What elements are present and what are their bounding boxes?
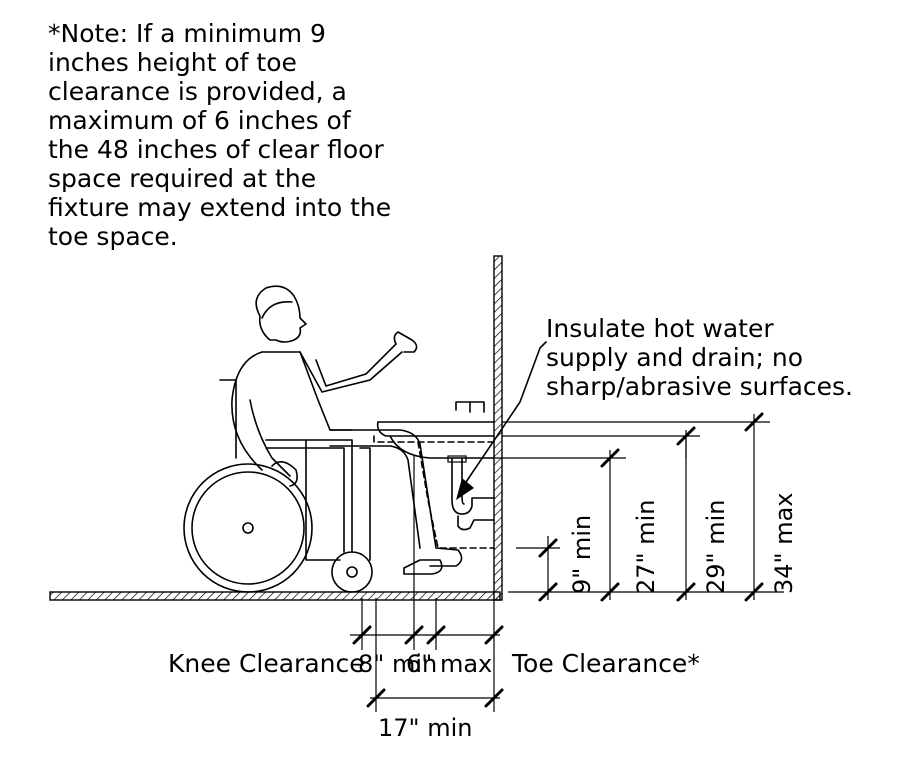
- floor-hatch: [49, 591, 501, 601]
- wheelchair-user-figure: [183, 285, 463, 593]
- dim-rim-height: 34" max: [770, 493, 798, 595]
- callout-leader: [456, 341, 547, 500]
- callout-block: Insulate hot water supply and drain; no …: [546, 314, 853, 401]
- callout-line-1: Insulate hot water: [546, 314, 774, 343]
- dim-apron-height: 29" min: [702, 500, 730, 594]
- dim-total-depth: 17" min: [378, 714, 472, 742]
- note-line-5: the 48 inches of clear floor: [48, 135, 384, 164]
- horizontal-dimensions: [350, 456, 504, 712]
- drain-trap: [447, 455, 495, 531]
- dim-knee-height: 27" min: [632, 500, 660, 594]
- dim-toe-depth: 6" max: [406, 650, 492, 678]
- note-line-2: inches height of toe: [48, 48, 297, 77]
- wall-hatch: [493, 255, 503, 601]
- callout-line-2: supply and drain; no: [546, 343, 803, 372]
- vertical-dimensions: [494, 412, 784, 602]
- note-block: *Note: If a minimum 9 inches height of t…: [48, 19, 391, 251]
- note-line-6: space required at the: [48, 164, 316, 193]
- note-line-1: *Note: If a minimum 9: [48, 19, 326, 48]
- note-line-4: maximum of 6 inches of: [48, 106, 352, 135]
- dim-knee-depth: 8" min: [358, 650, 437, 678]
- dim-toe-height: 9" min: [568, 515, 596, 594]
- note-line-8: toe space.: [48, 222, 178, 251]
- lavatory-sink: [373, 401, 495, 459]
- note-line-7: fixture may extend into the: [48, 193, 391, 222]
- toe-clearance-label: Toe Clearance*: [511, 649, 700, 678]
- note-line-3: clearance is provided, a: [48, 77, 347, 106]
- floor-wall: [49, 255, 503, 601]
- leader-arrowhead: [456, 478, 474, 500]
- knee-clearance-label: Knee Clearance: [168, 649, 365, 678]
- callout-line-3: sharp/abrasive surfaces.: [546, 372, 853, 401]
